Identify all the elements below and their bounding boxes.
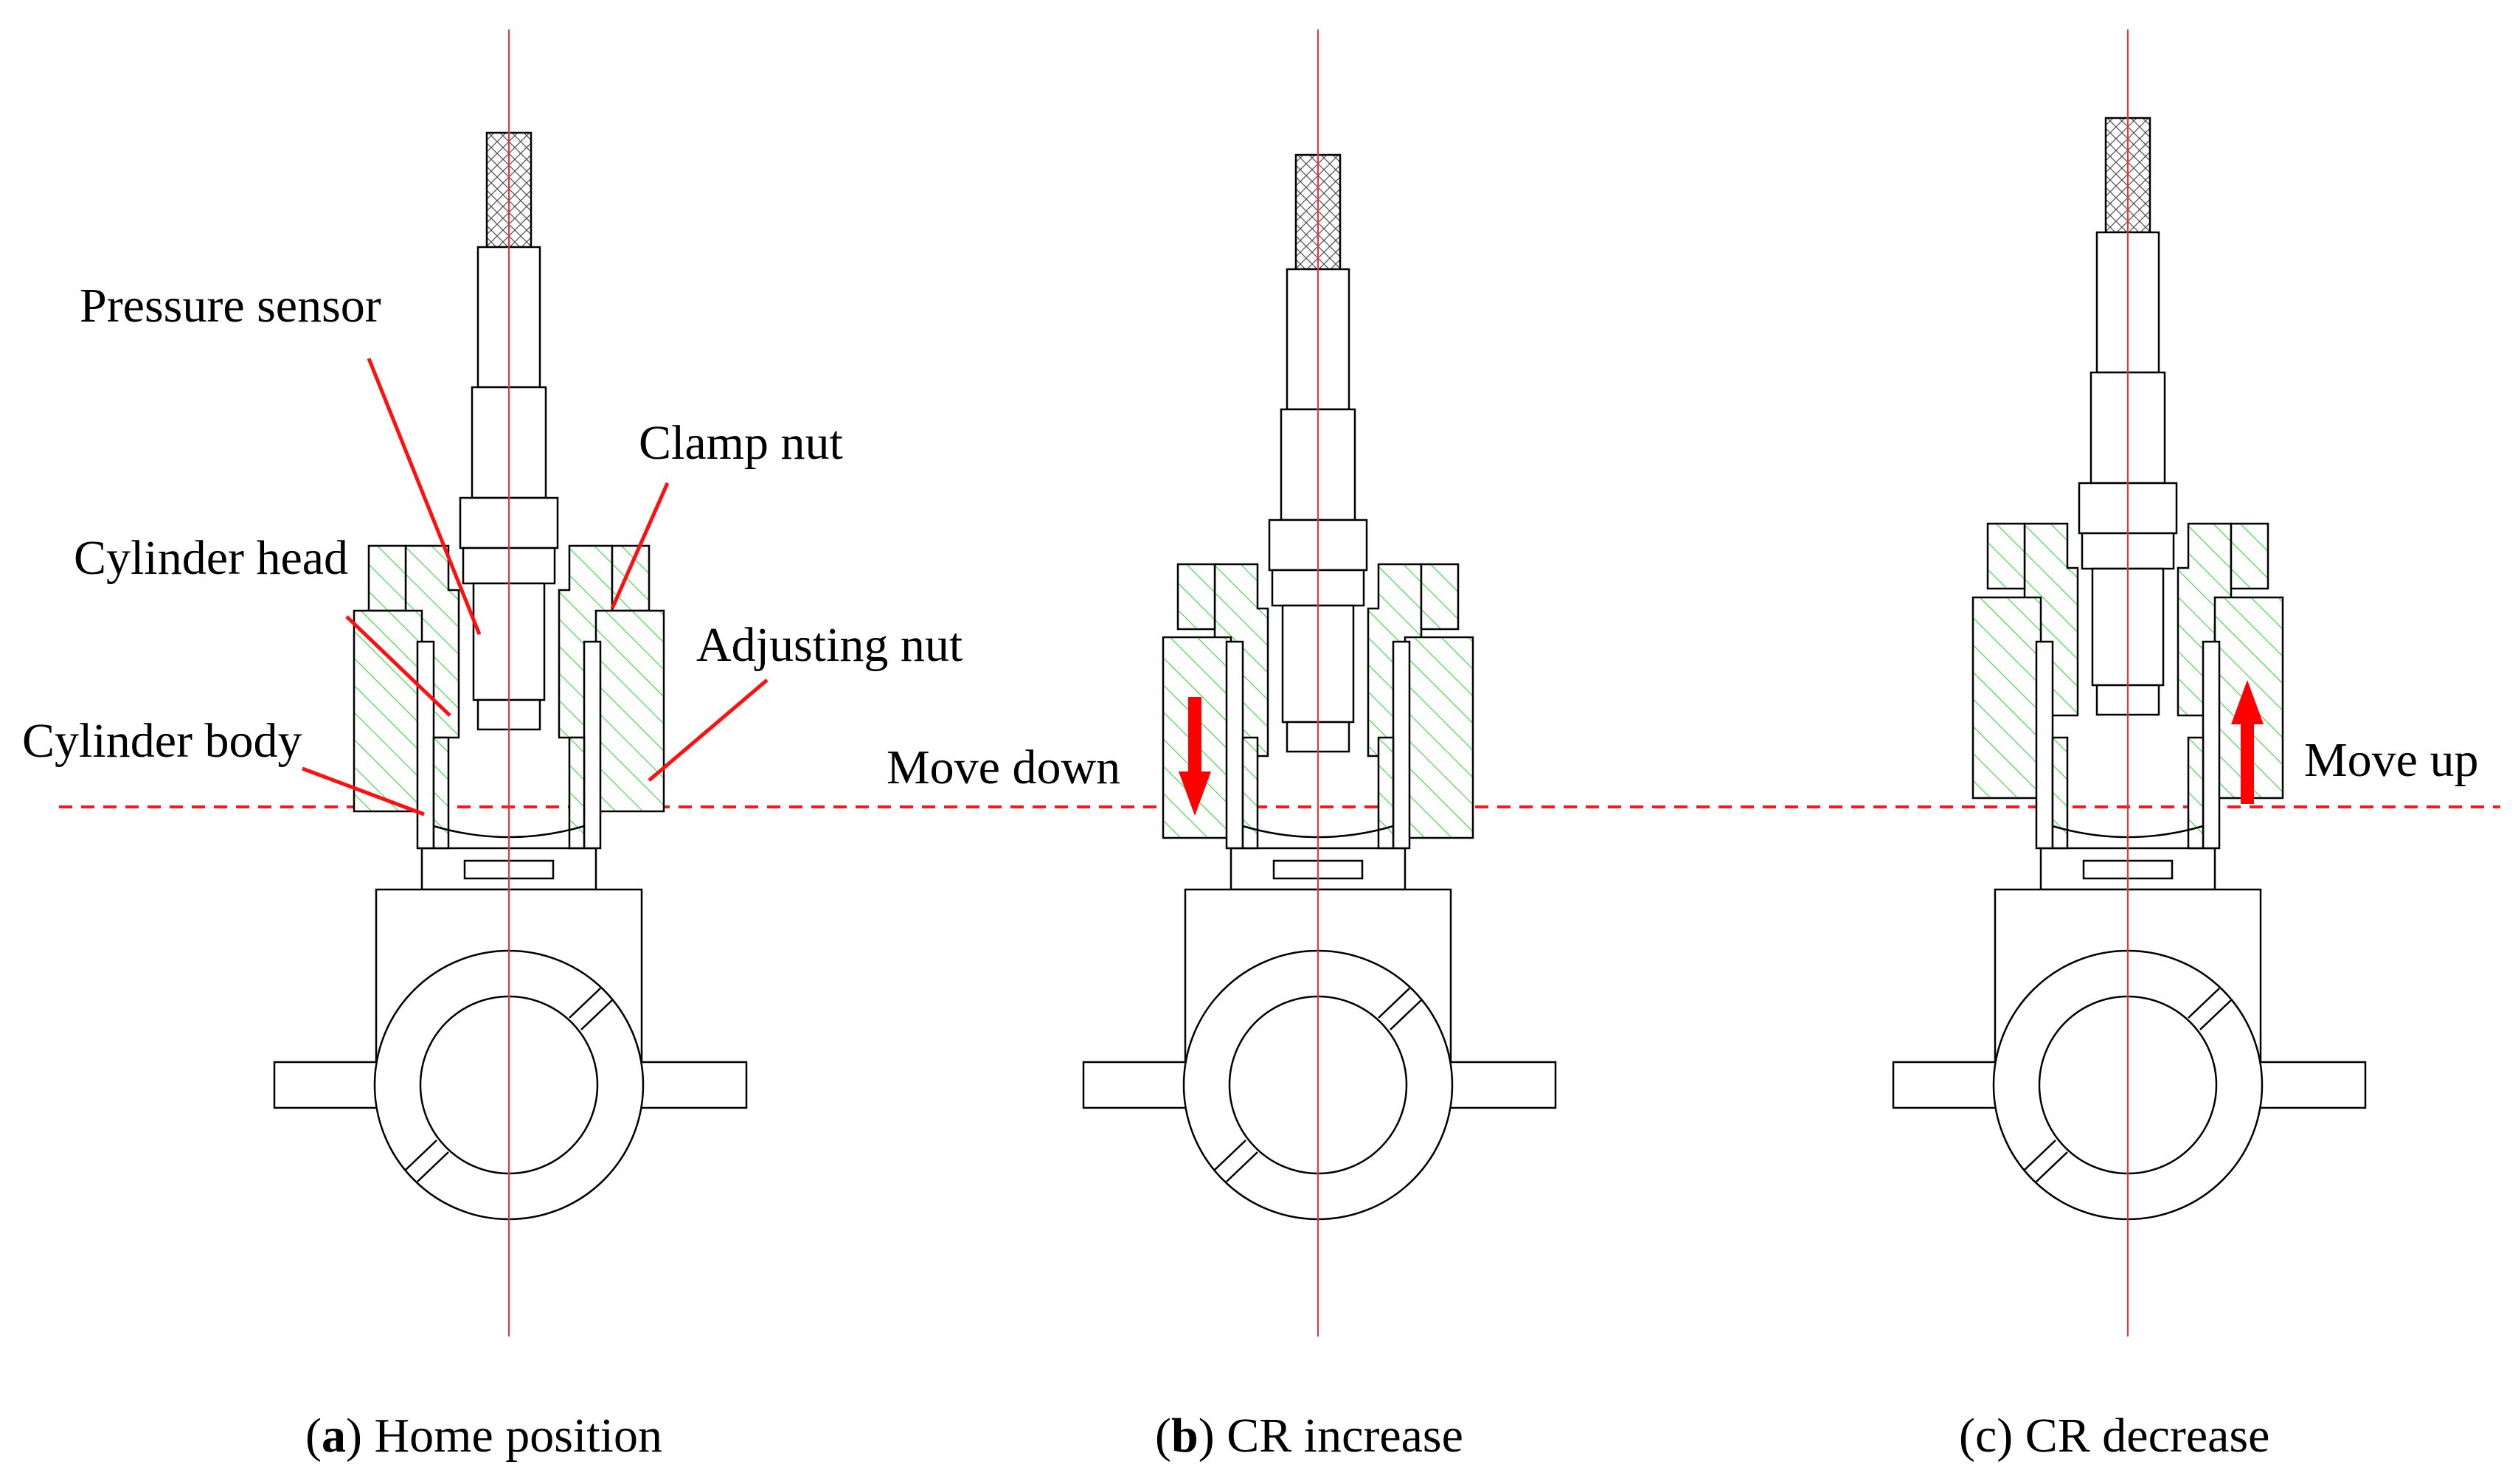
- leader-cylinder-body: [302, 766, 425, 816]
- assembly-c: [1892, 30, 2367, 1336]
- leader-pressure-sensor: [367, 358, 482, 635]
- leader-adjusting-nut: [648, 679, 769, 782]
- label-move-down: Move down: [887, 741, 1120, 794]
- caption-c-text: CR decrease: [2013, 1409, 2269, 1463]
- label-move-up: Move up: [2304, 733, 2478, 787]
- label-cylinder-head: Cylinder head: [74, 531, 348, 585]
- caption-a: (a) Home position: [305, 1409, 662, 1463]
- assembly-b: [1082, 30, 1557, 1336]
- label-clamp-nut: Clamp nut: [639, 416, 843, 470]
- assembly-a: [273, 30, 748, 1336]
- leader-clamp-nut: [610, 482, 670, 610]
- caption-a-letter: a: [322, 1409, 346, 1463]
- label-adjusting-nut: Adjusting nut: [696, 618, 963, 672]
- caption-b-text: CR increase: [1215, 1409, 1463, 1463]
- label-cylinder-body: Cylinder body: [22, 714, 302, 768]
- caption-c: (c) CR decrease: [1959, 1409, 2269, 1463]
- move-down-arrow: [1179, 697, 1211, 816]
- label-pressure-sensor: Pressure sensor: [80, 279, 381, 333]
- caption-b-letter: b: [1171, 1409, 1199, 1463]
- caption-a-text: Home position: [362, 1409, 662, 1463]
- move-up-arrow: [2231, 680, 2264, 804]
- caption-b: (b) CR increase: [1155, 1409, 1463, 1463]
- leader-cylinder-head: [345, 615, 451, 717]
- caption-c-letter: c: [1975, 1409, 1997, 1463]
